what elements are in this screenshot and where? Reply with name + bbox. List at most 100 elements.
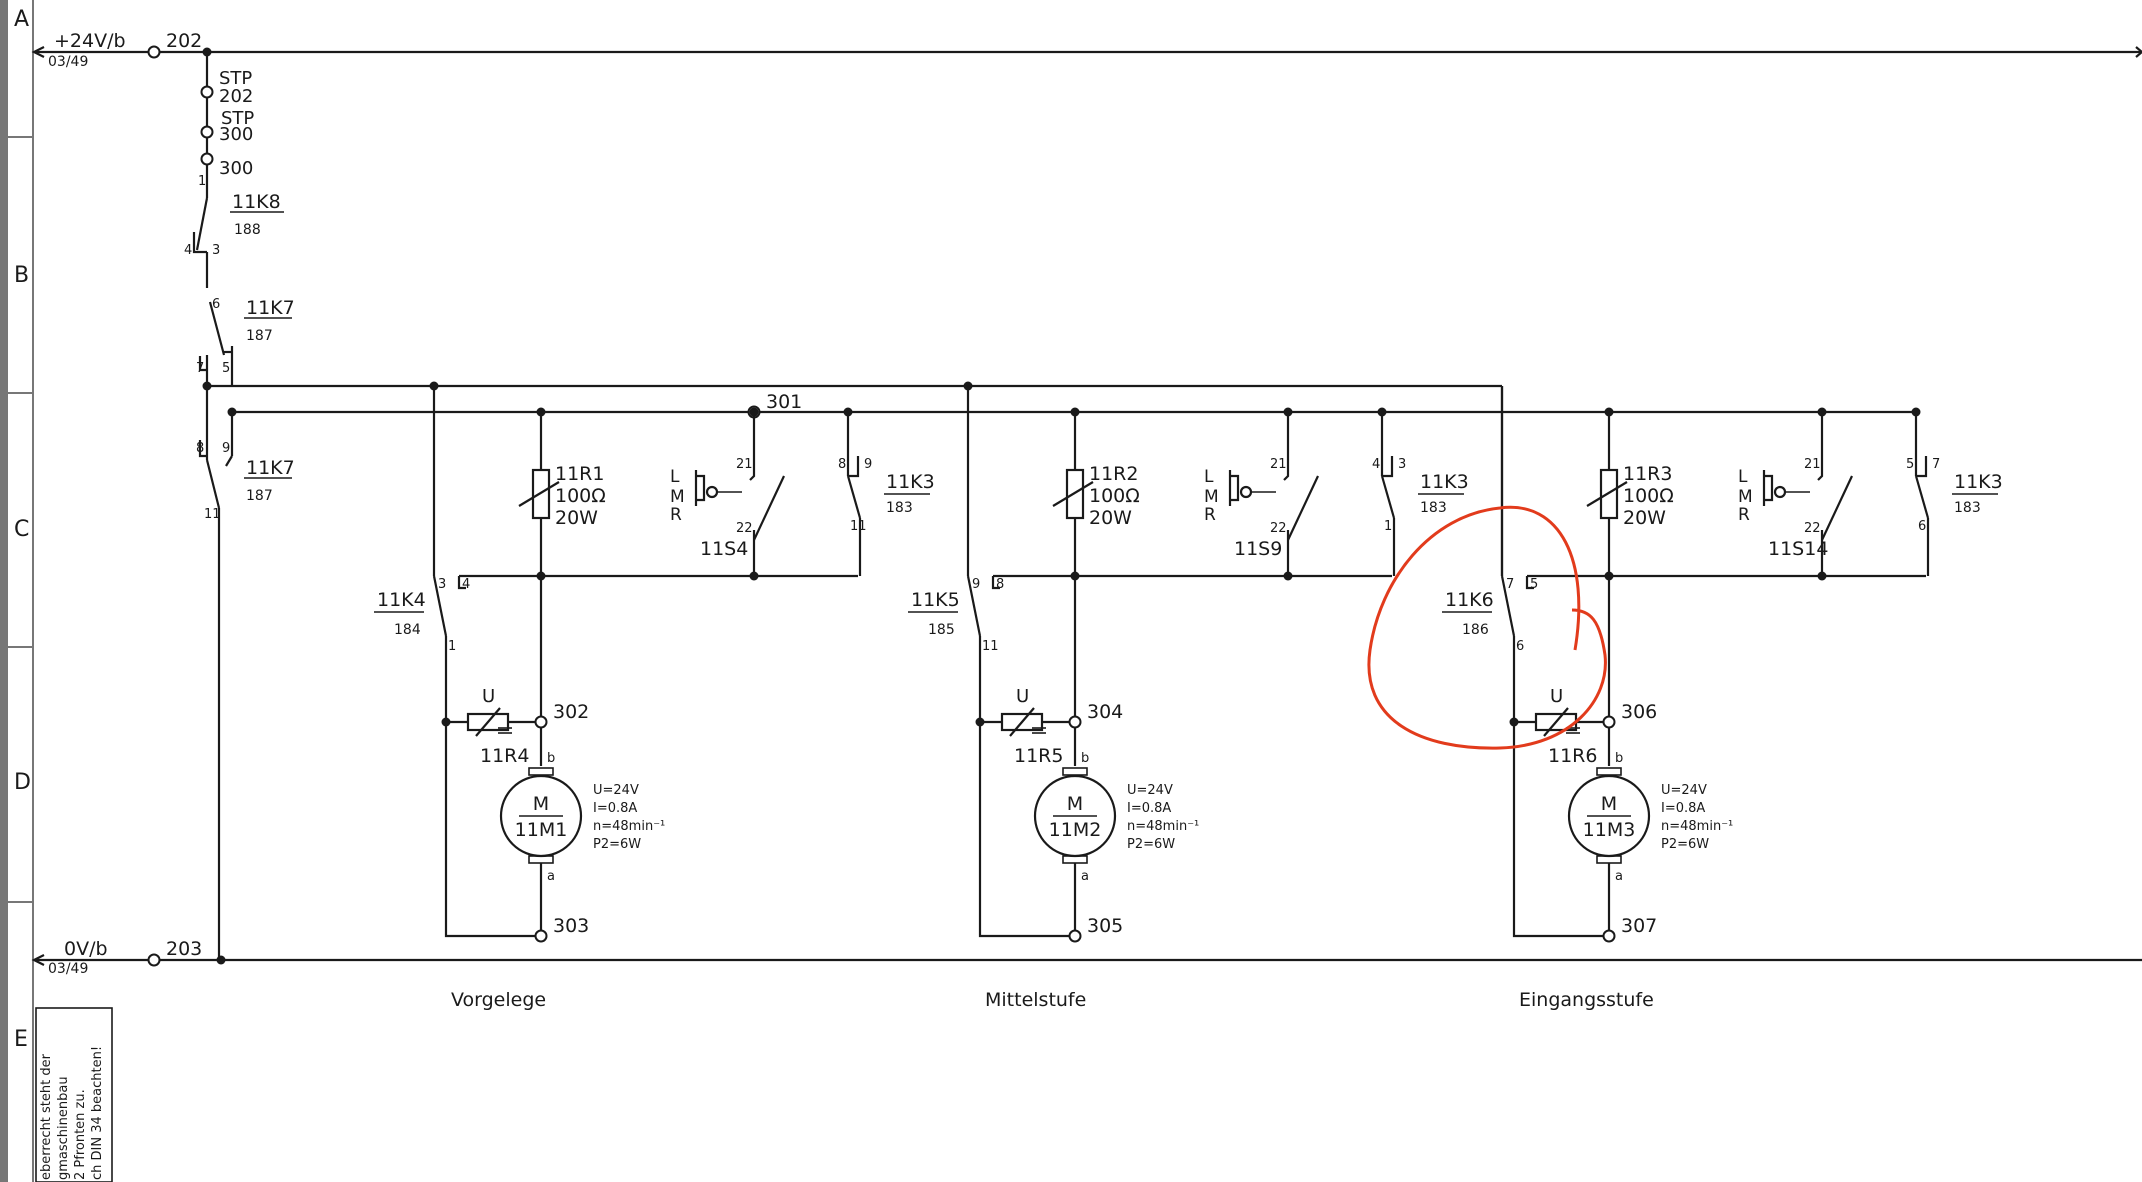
- resistor-value: 100Ω: [555, 485, 606, 507]
- node-label: 202: [166, 30, 202, 52]
- resistor-adjust-arrow: [1052, 481, 1094, 507]
- relay-label: 11K8: [232, 191, 281, 213]
- relay-label: 11K6: [1445, 589, 1494, 611]
- k3-contact: [1914, 475, 1930, 519]
- pin-label: 22: [736, 521, 753, 536]
- stage-k-contact: [432, 575, 448, 637]
- stage-k-contact: [457, 576, 466, 590]
- resistor-adjust-arrow: [518, 481, 560, 507]
- supply-top-label: +24V/b: [54, 30, 126, 52]
- k3-contact: [1380, 475, 1396, 519]
- copyright-note: ch DIN 34 beachten!: [90, 1046, 105, 1180]
- junction-dot: [1283, 571, 1293, 581]
- motor-terminal-label: b: [1615, 751, 1623, 766]
- switch-button: [705, 485, 719, 499]
- supply-bottom-ref: 03/49: [48, 961, 88, 977]
- k3-contact: [1382, 456, 1394, 478]
- motor-terminal-label: a: [547, 869, 555, 884]
- k7a-contact: [208, 301, 226, 356]
- copyright-note: eberrecht steht der: [39, 1053, 54, 1180]
- node-label: 202: [219, 86, 253, 107]
- pin-label: 11: [850, 519, 867, 534]
- terminal-node: [200, 85, 214, 99]
- pin-label: 9: [222, 441, 230, 456]
- stp-label: STP: [221, 108, 254, 129]
- pin-label: 21: [1270, 457, 1287, 472]
- resistor-label: 11R2: [1089, 463, 1138, 485]
- motor-brush-top: [1596, 767, 1622, 776]
- motor-spec: n=48min⁻¹: [593, 819, 665, 834]
- row-label: D: [14, 770, 31, 795]
- k3-contact: [846, 475, 862, 519]
- stage-return-wire: [444, 636, 541, 938]
- k7b-contact: [198, 440, 207, 458]
- switch-actuator: [1230, 474, 1240, 502]
- node-label: 300: [219, 158, 253, 179]
- relay-ref: 183: [886, 500, 913, 516]
- pin-label: 4: [1372, 457, 1380, 472]
- relay-label: 11K3: [886, 471, 935, 493]
- lmr-label: L: [1204, 467, 1214, 487]
- pin-label: 1: [448, 639, 456, 654]
- motor-terminal-label: a: [1081, 869, 1089, 884]
- switch-wire: [749, 412, 756, 481]
- motor-spec: P2=6W: [593, 837, 641, 852]
- pin-label: 8: [996, 577, 1004, 592]
- node-label: 302: [553, 701, 589, 723]
- switch-label: 11S4: [700, 538, 748, 560]
- terminal-node: [534, 929, 548, 943]
- motor-spec: I=0.8A: [1127, 801, 1171, 816]
- stage-return-wire: [978, 636, 1075, 938]
- terminal-node: [200, 152, 214, 166]
- motor-brush-top: [528, 767, 554, 776]
- k7b-contact: [225, 455, 233, 467]
- motor-spec: n=48min⁻¹: [1127, 819, 1199, 834]
- resistor-power: 20W: [1623, 507, 1666, 529]
- motor-spec: U=24V: [1661, 783, 1707, 798]
- switch-button: [1773, 485, 1787, 499]
- pin-label: 3: [212, 243, 220, 258]
- pin-label: 9: [864, 457, 872, 472]
- stage-k-contact: [1500, 575, 1516, 637]
- pin-label: 7: [1932, 457, 1940, 472]
- pin-label: 22: [1270, 521, 1287, 536]
- pin-label: 5: [1906, 457, 1914, 472]
- motor-terminal-label: b: [547, 751, 555, 766]
- stage-k-contact: [991, 576, 1000, 590]
- sensor-slash: [475, 707, 501, 737]
- sensor-label: 11R5: [1014, 745, 1063, 767]
- lmr-label: L: [670, 467, 680, 487]
- stage-title: Mittelstufe: [985, 989, 1086, 1011]
- motor-m-label: M: [1601, 793, 1617, 815]
- sensor-u-label: U: [1550, 686, 1563, 707]
- row-label: B: [14, 263, 29, 288]
- pin-label: 6: [1918, 519, 1926, 534]
- resistor-value: 100Ω: [1623, 485, 1674, 507]
- rail-arrow-left: [31, 954, 45, 966]
- switch-label: 11S14: [1768, 538, 1828, 560]
- resistor-value: 100Ω: [1089, 485, 1140, 507]
- pin-label: 1: [1384, 519, 1392, 534]
- motor-label: 11M1: [515, 819, 568, 841]
- junction-dot: [216, 955, 226, 965]
- switch-contact: [753, 475, 785, 541]
- switch-contact: [1821, 475, 1853, 541]
- relay-label: 11K7: [246, 297, 295, 319]
- lmr-label: M: [670, 487, 685, 507]
- motor-m-label: M: [533, 793, 549, 815]
- terminal-node: [1068, 715, 1082, 729]
- pin-label: 1: [198, 174, 206, 189]
- node-label: 303: [553, 915, 589, 937]
- stage-title: Vorgelege: [451, 989, 546, 1011]
- lmr-label: M: [1204, 487, 1219, 507]
- switch-label: 11S9: [1234, 538, 1282, 560]
- resistor-label: 11R1: [555, 463, 604, 485]
- pin-label: 22: [1804, 521, 1821, 536]
- node-label: 305: [1087, 915, 1123, 937]
- node-label: 306: [1621, 701, 1657, 723]
- copyright-note: 2 Pfronten zu.: [73, 1089, 88, 1180]
- switch-contact: [1287, 475, 1319, 541]
- motor-spec: U=24V: [1127, 783, 1173, 798]
- motor-terminal-label: b: [1081, 751, 1089, 766]
